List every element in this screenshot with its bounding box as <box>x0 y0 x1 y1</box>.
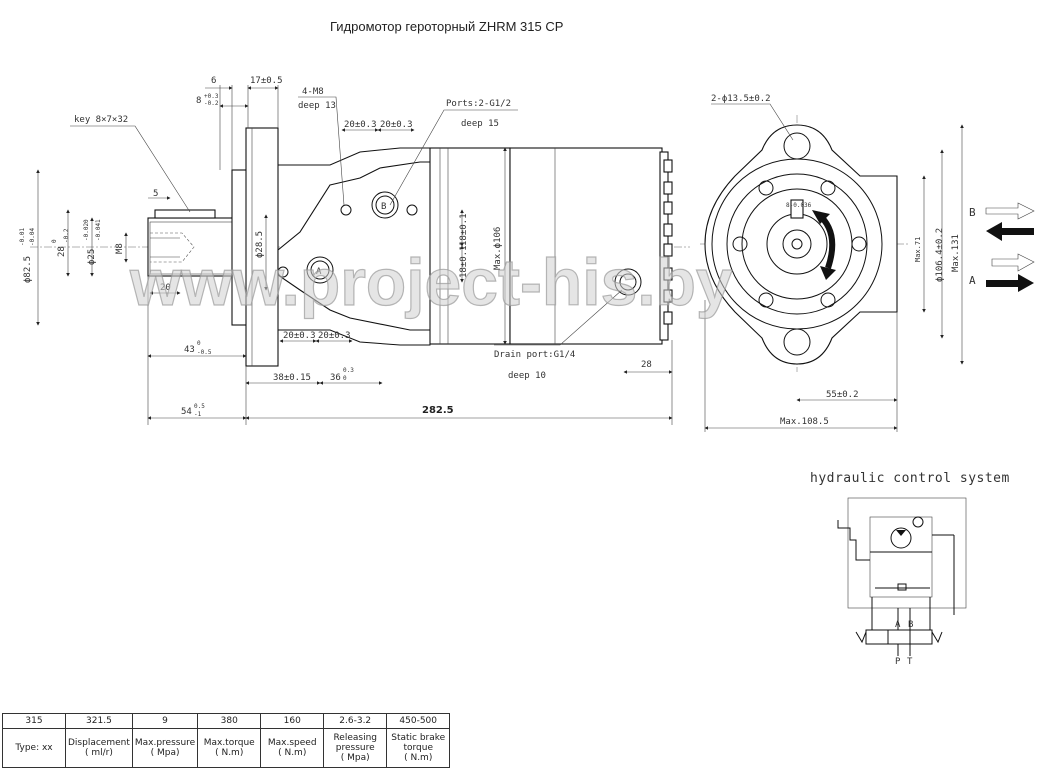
drain-depth: deep 10 <box>508 371 546 381</box>
front-dim-106: ϕ106.4±0.2 <box>935 228 945 282</box>
dim-8-tol-upper: +0.3 <box>204 93 219 100</box>
spec-table: 315 321.5 9 380 160 2.6-3.2 450-500 Type… <box>2 713 451 768</box>
dim-38: 38±0.15 <box>273 373 311 383</box>
side-view: B A 6 17±0.5 8 +0.3 <box>19 76 690 425</box>
dim-18-1: 18±0.1 <box>459 213 469 246</box>
spec-value: 321.5 <box>65 713 133 729</box>
hydraulic-port-a: A <box>895 620 901 630</box>
dim-43-tol-lower: -0.5 <box>197 349 212 356</box>
flow-b-label: B <box>969 206 976 219</box>
front-key-label: 8-0.036 <box>786 202 812 209</box>
dim-m8: M8 <box>115 243 125 254</box>
flow-a-label: A <box>969 274 976 287</box>
front-dim-max131: Max.131 <box>951 234 961 272</box>
hydraulic-port-p: P <box>895 657 901 667</box>
dim-25: ϕ25 <box>87 249 97 265</box>
dim-36-tol-lower: 0 <box>343 375 347 382</box>
dim-54-tol-upper: 0.5 <box>194 403 205 410</box>
front-dim-55: 55±0.2 <box>826 390 859 400</box>
dim-28-5: ϕ28.5 <box>255 231 265 258</box>
dim-28-tol-lower: -0.2 <box>63 228 70 243</box>
spec-label: Max.speed( N.m) <box>260 728 325 768</box>
hydraulic-heading: hydraulic control system <box>810 471 1010 486</box>
hydraulic-schematic: hydraulic control system A B P T <box>810 471 1010 667</box>
spec-label: Max.torque( N.m) <box>197 728 262 768</box>
dim-28b: 28 <box>641 360 652 370</box>
dim-20b: 20±0.3 <box>380 120 413 130</box>
spec-label: Max.pressure( Mpa) <box>131 728 199 768</box>
spec-value: 2.6-3.2 <box>323 713 388 729</box>
spec-value: 160 <box>260 713 325 729</box>
front-holes-label: 2-ϕ13.5±0.2 <box>711 94 771 104</box>
dim-20: 20 <box>160 283 171 293</box>
dim-54: 54 <box>181 407 192 417</box>
dim-36: 36 <box>330 373 341 383</box>
drain-label: Drain port:G1/4 <box>494 350 575 360</box>
dim-8-tol-lower: -0.2 <box>204 100 219 107</box>
spec-value: 9 <box>131 713 199 729</box>
dim-8: 8 <box>196 96 201 106</box>
mount-holes-depth: deep 13 <box>298 101 336 111</box>
dim-82: ϕ82.5 <box>23 256 33 283</box>
mount-holes-label: 4-M8 <box>302 87 324 97</box>
spec-value: 450-500 <box>386 713 451 729</box>
dim-25-tol-lower: -0.041 <box>95 219 102 241</box>
dim-43: 43 <box>184 345 195 355</box>
dim-28-tol-upper: 0 <box>51 239 58 243</box>
spec-label: Displacement( ml/r) <box>65 728 133 768</box>
ports-label: Ports:2-G1/2 <box>446 99 511 109</box>
spec-label: Type: xx <box>2 728 66 768</box>
dim-17: 17±0.5 <box>250 76 283 86</box>
dim-max106: Max.ϕ106 <box>493 227 503 270</box>
dim-54-tol-lower: -1 <box>194 411 202 418</box>
hydraulic-port-t: T <box>907 657 913 667</box>
dim-5: 5 <box>153 189 158 199</box>
dim-282: 282.5 <box>422 405 454 416</box>
drawing-title: Гидромотор героторный ZHRM 315 CP <box>330 19 563 34</box>
watermark: www.project-his.by <box>129 245 733 319</box>
dim-82-tol-lower: -0.04 <box>29 228 36 246</box>
dim-6: 6 <box>211 76 216 86</box>
dim-82-tol-upper: -0.01 <box>19 228 26 246</box>
key-label: key 8×7×32 <box>74 115 128 125</box>
dim-18-2: 18±0.1 <box>459 245 469 278</box>
spec-value: 380 <box>197 713 262 729</box>
ports-depth: deep 15 <box>461 119 499 129</box>
port-a-label: A <box>316 267 322 277</box>
port-b-label: B <box>381 202 386 212</box>
front-dim-max108: Max.108.5 <box>780 417 829 427</box>
dim-20c: 20±0.3 <box>283 331 316 341</box>
dim-28: 28 <box>57 246 67 257</box>
spec-value: 315 <box>2 713 66 729</box>
dim-25-tol-upper: -0.020 <box>83 219 90 241</box>
dim-43-tol-upper: 0 <box>197 340 201 347</box>
dim-36-tol-upper: 0.3 <box>343 367 354 374</box>
front-view: 8-0.036 2-ϕ13.5±0.2 Max.71 ϕ106.4±0.2 Ma… <box>700 94 1035 432</box>
front-dim-max71: Max.71 <box>914 237 922 262</box>
hydraulic-port-b: B <box>908 620 913 630</box>
dim-20d: 20±0.3 <box>318 331 351 341</box>
dim-20a: 20±0.3 <box>344 120 377 130</box>
